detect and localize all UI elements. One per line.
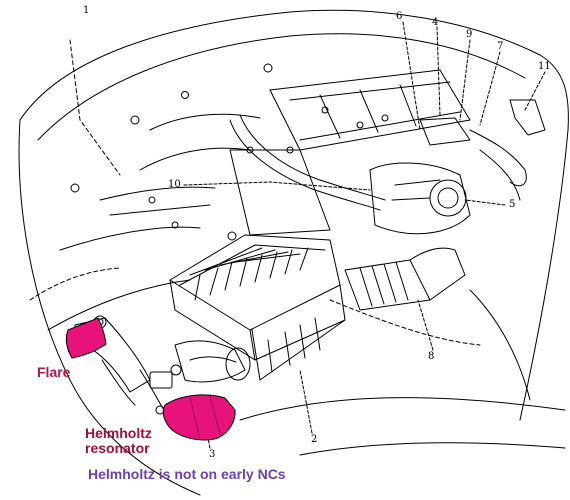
bumper-line-lower (299, 442, 566, 456)
callout-3: 3 (209, 449, 216, 460)
duct (174, 340, 246, 383)
callout-7: 7 (497, 41, 504, 52)
bracket-9 (419, 117, 471, 146)
intake-hose (344, 259, 431, 311)
fender-left (18, 119, 201, 496)
body-outline-inner (37, 33, 526, 141)
callout-5: 5 (509, 199, 516, 210)
bumper-line (239, 397, 566, 421)
callout-2: 2 (311, 434, 318, 445)
plenum (369, 162, 471, 235)
valve-cover (269, 69, 471, 151)
leader-lines (183, 21, 546, 449)
helmholtz-note: Helmholtz is not on early NCs (88, 466, 286, 482)
fender-right (519, 129, 569, 421)
callout-4: 4 (432, 17, 439, 28)
throttle-body (429, 179, 467, 217)
body-outline (19, 9, 569, 131)
callout-6: 6 (396, 11, 403, 22)
flare-label: Flare (37, 364, 71, 380)
callout-9: 9 (466, 29, 473, 40)
helmholtz-label: Helmholtz resonator (85, 425, 152, 456)
airbox-top (169, 234, 341, 331)
airbox-side (254, 284, 346, 361)
airbox-front (169, 279, 256, 361)
callout-11: 11 (538, 61, 551, 72)
hidden-line (69, 39, 121, 176)
flare-highlight (65, 317, 107, 359)
helmholtz-highlight (162, 394, 236, 441)
bracket-11 (509, 99, 546, 136)
callout-8: 8 (428, 351, 435, 362)
upper-tube (229, 119, 381, 211)
callout-10: 10 (168, 179, 181, 190)
callout-1: 1 (83, 5, 90, 16)
engine-block (229, 149, 331, 236)
